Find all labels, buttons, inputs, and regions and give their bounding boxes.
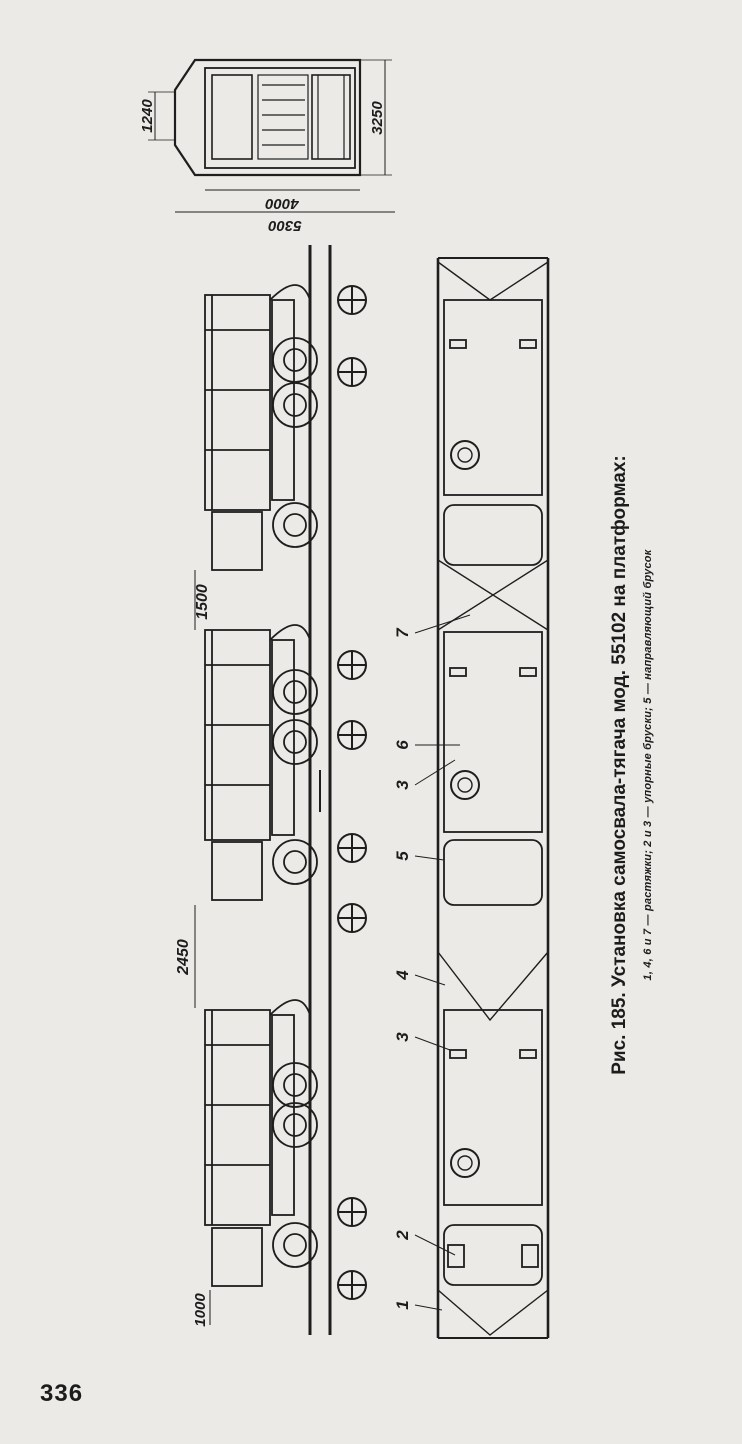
dim-1500: 1500 xyxy=(194,584,211,620)
callout-1: 1 xyxy=(393,1300,412,1309)
callout-7: 7 xyxy=(393,627,412,638)
callout-4: 4 xyxy=(393,970,412,981)
dim-5300: 5300 xyxy=(268,217,302,234)
dim-3250: 3250 xyxy=(369,101,386,135)
callout-2: 2 xyxy=(393,1230,412,1241)
end-view-drawing xyxy=(148,58,395,213)
dim-1240: 1240 xyxy=(139,99,156,133)
dim-2450: 2450 xyxy=(175,939,192,976)
side-view-drawing xyxy=(194,245,367,1335)
callout-6: 6 xyxy=(393,740,412,750)
plan-view-drawing xyxy=(436,257,550,1339)
platform-wheels xyxy=(337,285,367,1300)
truck-2 xyxy=(204,624,318,901)
truck-1 xyxy=(204,284,318,571)
callout-5: 5 xyxy=(393,851,412,861)
figure-legend: 1, 4, 6 и 7 — растяжки; 2 и 3 — упорные … xyxy=(642,549,654,981)
dim-4000: 4000 xyxy=(265,195,300,212)
page-number: 336 xyxy=(40,1380,84,1407)
callout-3-upper: 3 xyxy=(393,780,412,790)
callout-3-lower: 3 xyxy=(393,1032,412,1042)
leader-lines xyxy=(414,614,471,1311)
dim-1000: 1000 xyxy=(192,1293,209,1327)
figure-caption: Рис. 185. Установка самосвала-тягача мод… xyxy=(609,455,630,1075)
truck-3 xyxy=(204,999,318,1287)
